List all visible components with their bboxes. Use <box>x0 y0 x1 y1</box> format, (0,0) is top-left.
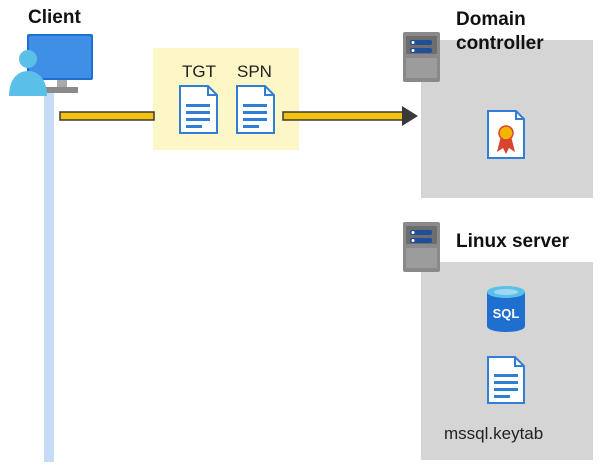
arrow <box>59 106 418 126</box>
tgt-label: TGT <box>182 62 216 81</box>
document-icon <box>179 85 218 134</box>
client-lifeline <box>44 92 54 462</box>
spn-label: SPN <box>237 62 272 81</box>
server-icon <box>403 222 440 272</box>
domain-controller-title: Domain controller <box>456 9 544 54</box>
certificate-icon <box>487 110 525 159</box>
server-icon <box>403 32 440 82</box>
document-icon <box>236 85 275 134</box>
linux-server-title: Linux server <box>456 231 569 252</box>
sql-label: SQL <box>493 306 520 321</box>
client-title: Client <box>28 7 81 28</box>
keytab-label: mssql.keytab <box>444 424 544 443</box>
user-monitor-icon <box>9 34 93 96</box>
document-icon <box>487 356 525 404</box>
sql-database-icon: SQL <box>487 286 525 332</box>
